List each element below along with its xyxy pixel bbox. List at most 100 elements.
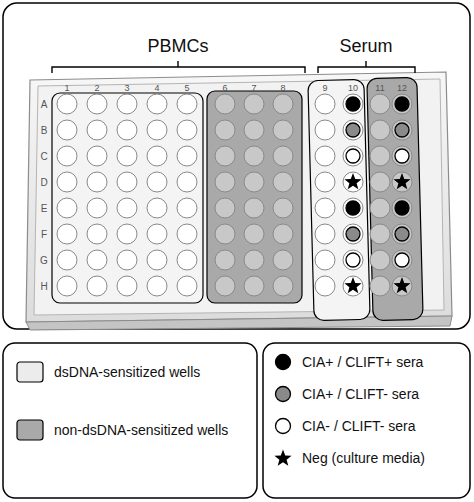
well [147,120,167,140]
well [177,198,197,218]
row-letter: G [40,255,48,266]
well [244,198,264,218]
well [117,250,137,270]
well [343,94,363,114]
legend-swatch [274,353,292,371]
well [392,276,412,296]
well [392,172,412,192]
well [244,146,264,166]
sample-marker [395,97,409,111]
row-letter: A [41,99,48,110]
well [370,198,390,218]
well [215,250,235,270]
column-number: 10 [348,84,358,94]
well [315,224,335,244]
well [147,276,167,296]
well [244,250,264,270]
pbmc-bracket [52,61,305,73]
well [273,224,293,244]
well [87,198,107,218]
well [370,276,390,296]
row-letter: B [41,125,48,136]
sample-marker [346,201,360,215]
figure-frame [3,3,470,329]
serum-dsdna-region [308,79,370,320]
well [147,250,167,270]
well [315,172,335,192]
well [244,276,264,296]
row-letter: F [41,229,47,240]
well [343,224,363,244]
well [315,276,335,296]
column-number: 12 [397,84,407,94]
legend-frame [263,343,470,498]
sample-marker [346,253,360,267]
well [215,276,235,296]
well [87,120,107,140]
well [57,250,77,270]
well [117,198,137,218]
well [57,276,77,296]
sample-marker [346,227,360,241]
group-heading: Serum [339,37,392,57]
sample-marker [346,149,360,163]
well [147,94,167,114]
well [343,276,363,296]
well [273,250,293,270]
well [177,146,197,166]
well [215,224,235,244]
sample-marker [395,227,409,241]
well [177,120,197,140]
well [117,94,137,114]
well [273,146,293,166]
column-number: 11 [375,84,384,94]
well [87,146,107,166]
legend-label: dsDNA-sensitized wells [54,364,200,380]
well [87,172,107,192]
legend-label: non-dsDNA-sensitized wells [54,422,228,438]
well [370,172,390,192]
well [117,224,137,244]
well [87,276,107,296]
well [392,224,412,244]
negative-marker [393,277,410,293]
legend-swatch [274,417,292,435]
row-letter: C [40,151,47,162]
sample-marker [395,201,409,215]
column-number: 3 [124,84,129,94]
well [315,146,335,166]
legend-swatch [16,361,44,383]
well [392,120,412,140]
sample-marker [395,149,409,163]
well [244,120,264,140]
well [315,94,335,114]
well [273,172,293,192]
well [392,250,412,270]
well [215,120,235,140]
legend-item: non-dsDNA-sensitized wells [16,419,228,441]
negative-marker [344,173,361,189]
well [370,94,390,114]
legend-item: CIA- / CLIFT- sera [274,417,416,435]
legend-swatch [274,385,292,403]
well [343,250,363,270]
well [315,198,335,218]
row-letter: E [41,203,48,214]
well [57,120,77,140]
legend-label: CIA- / CLIFT- sera [302,418,416,434]
well [117,120,137,140]
negative-marker [393,173,410,189]
well [215,172,235,192]
well [343,146,363,166]
well [244,94,264,114]
well [215,94,235,114]
plate-body [26,72,452,322]
sample-marker [346,123,360,137]
well [343,198,363,218]
well [370,120,390,140]
well [370,250,390,270]
well [315,120,335,140]
legend-frame [3,343,257,498]
non-dsdna-region [207,91,302,303]
legend-swatch [16,419,44,441]
